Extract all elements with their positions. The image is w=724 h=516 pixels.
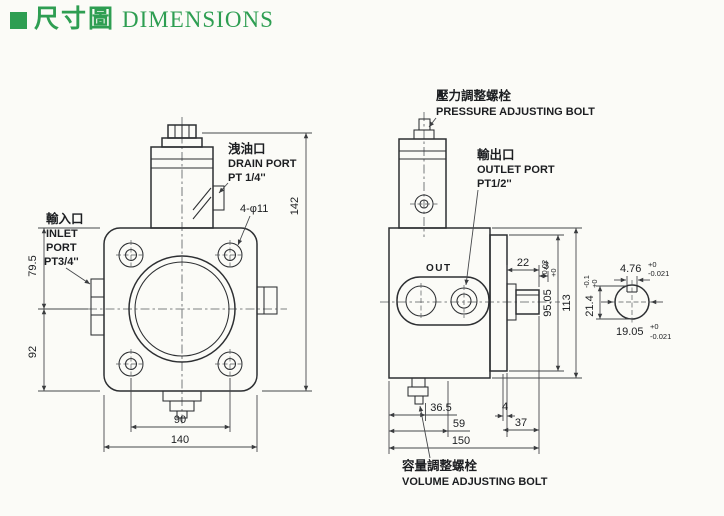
side-view-drawing: OUT <box>380 112 560 405</box>
side-view-callouts: 壓力調整螺栓 PRESSURE ADJUSTING BOLT 輸出口 OUTLE… <box>401 88 595 488</box>
dim-shaft-dia-19-05: 19.05 <box>616 326 644 338</box>
side-view-dimensions: 22 3 95.05 +0 -0.02 113 36.5 <box>388 227 582 454</box>
dim-lower-left-92: 92 <box>27 346 39 358</box>
dim-port-offset-59: 59 <box>453 418 465 430</box>
front-view-dimensions: 142 4-φ11 79.5 92 90 140 <box>27 132 312 452</box>
front-view-callouts: 洩油口 DRAIN PORT PT 1/4'' 輸入口 INLET PORT P… <box>44 141 297 285</box>
shaft-end-detail: 4.76 +0 -0.021 21.4 +0 -0.1 19.05 +0 -0.… <box>582 260 671 341</box>
dim-width-140: 140 <box>171 434 189 446</box>
dim-key-width-tol-plus: +0 <box>648 260 657 269</box>
pressure-bolt-label-en: PRESSURE ADJUSTING BOLT <box>436 106 595 118</box>
title-cjk: 尺寸圖 <box>34 5 116 33</box>
inlet-port-label-cjk: 輸入口 <box>46 211 84 226</box>
dim-height-142: 142 <box>289 197 301 215</box>
dim-shaft-ext-37: 37 <box>515 417 527 429</box>
dim-shaft-dia-tol-plus: +0 <box>650 322 659 331</box>
dim-flange-height-tol-minus: -0.02 <box>540 260 549 277</box>
dim-shaft-len-22: 22 <box>517 257 529 269</box>
outlet-port-size: PT1/2'' <box>477 178 512 190</box>
inlet-port-label-en2: PORT <box>46 242 77 254</box>
drain-port-label-cjk: 洩油口 <box>228 141 266 156</box>
outlet-port-label-cjk: 輸出口 <box>477 147 515 162</box>
out-port-marking: OUT <box>426 263 452 274</box>
dim-key-height-tol-minus: -0.1 <box>582 275 591 288</box>
dim-bolt-offset-36-5: 36.5 <box>430 402 451 414</box>
drain-port-size: PT 1/4'' <box>228 172 266 184</box>
dim-key-width-4-76: 4.76 <box>620 263 641 275</box>
dim-flange-height-95-05: 95.05 <box>542 289 554 317</box>
dim-shaft-dia-tol-minus: -0.021 <box>650 332 671 341</box>
title-en: DIMENSIONS <box>122 7 274 32</box>
drain-port-label-en: DRAIN PORT <box>228 158 297 170</box>
dim-flange-gap-4: 4 <box>502 401 508 413</box>
outlet-port-label-en: OUTLET PORT <box>477 164 555 176</box>
title-bullet-icon <box>10 12 27 29</box>
dim-body-height-113: 113 <box>561 294 573 312</box>
dim-flange-height-tol-plus: +0 <box>549 268 558 277</box>
dim-key-offset-3: 3 <box>543 260 549 272</box>
dim-upper-left-79-5: 79.5 <box>27 255 39 276</box>
pressure-bolt-label-cjk: 壓力調整螺栓 <box>436 88 512 103</box>
bolt-holes-label: 4-φ11 <box>240 203 268 215</box>
dim-key-height-21-4: 21.4 <box>584 295 596 316</box>
page-title: 尺寸圖 DIMENSIONS <box>10 7 274 32</box>
inlet-port-label-en1: INLET <box>46 228 78 240</box>
inlet-port-size: PT3/4'' <box>44 256 79 268</box>
dim-total-len-150: 150 <box>452 435 470 447</box>
volume-bolt-label-cjk: 容量調整螺栓 <box>401 458 478 473</box>
dim-key-height-tol-plus: +0 <box>590 279 599 288</box>
dim-bolt-span-90: 90 <box>174 414 186 426</box>
front-view-drawing <box>88 117 287 424</box>
dim-key-width-tol-minus: -0.021 <box>648 269 669 278</box>
volume-bolt-label-en: VOLUME ADJUSTING BOLT <box>402 476 548 488</box>
